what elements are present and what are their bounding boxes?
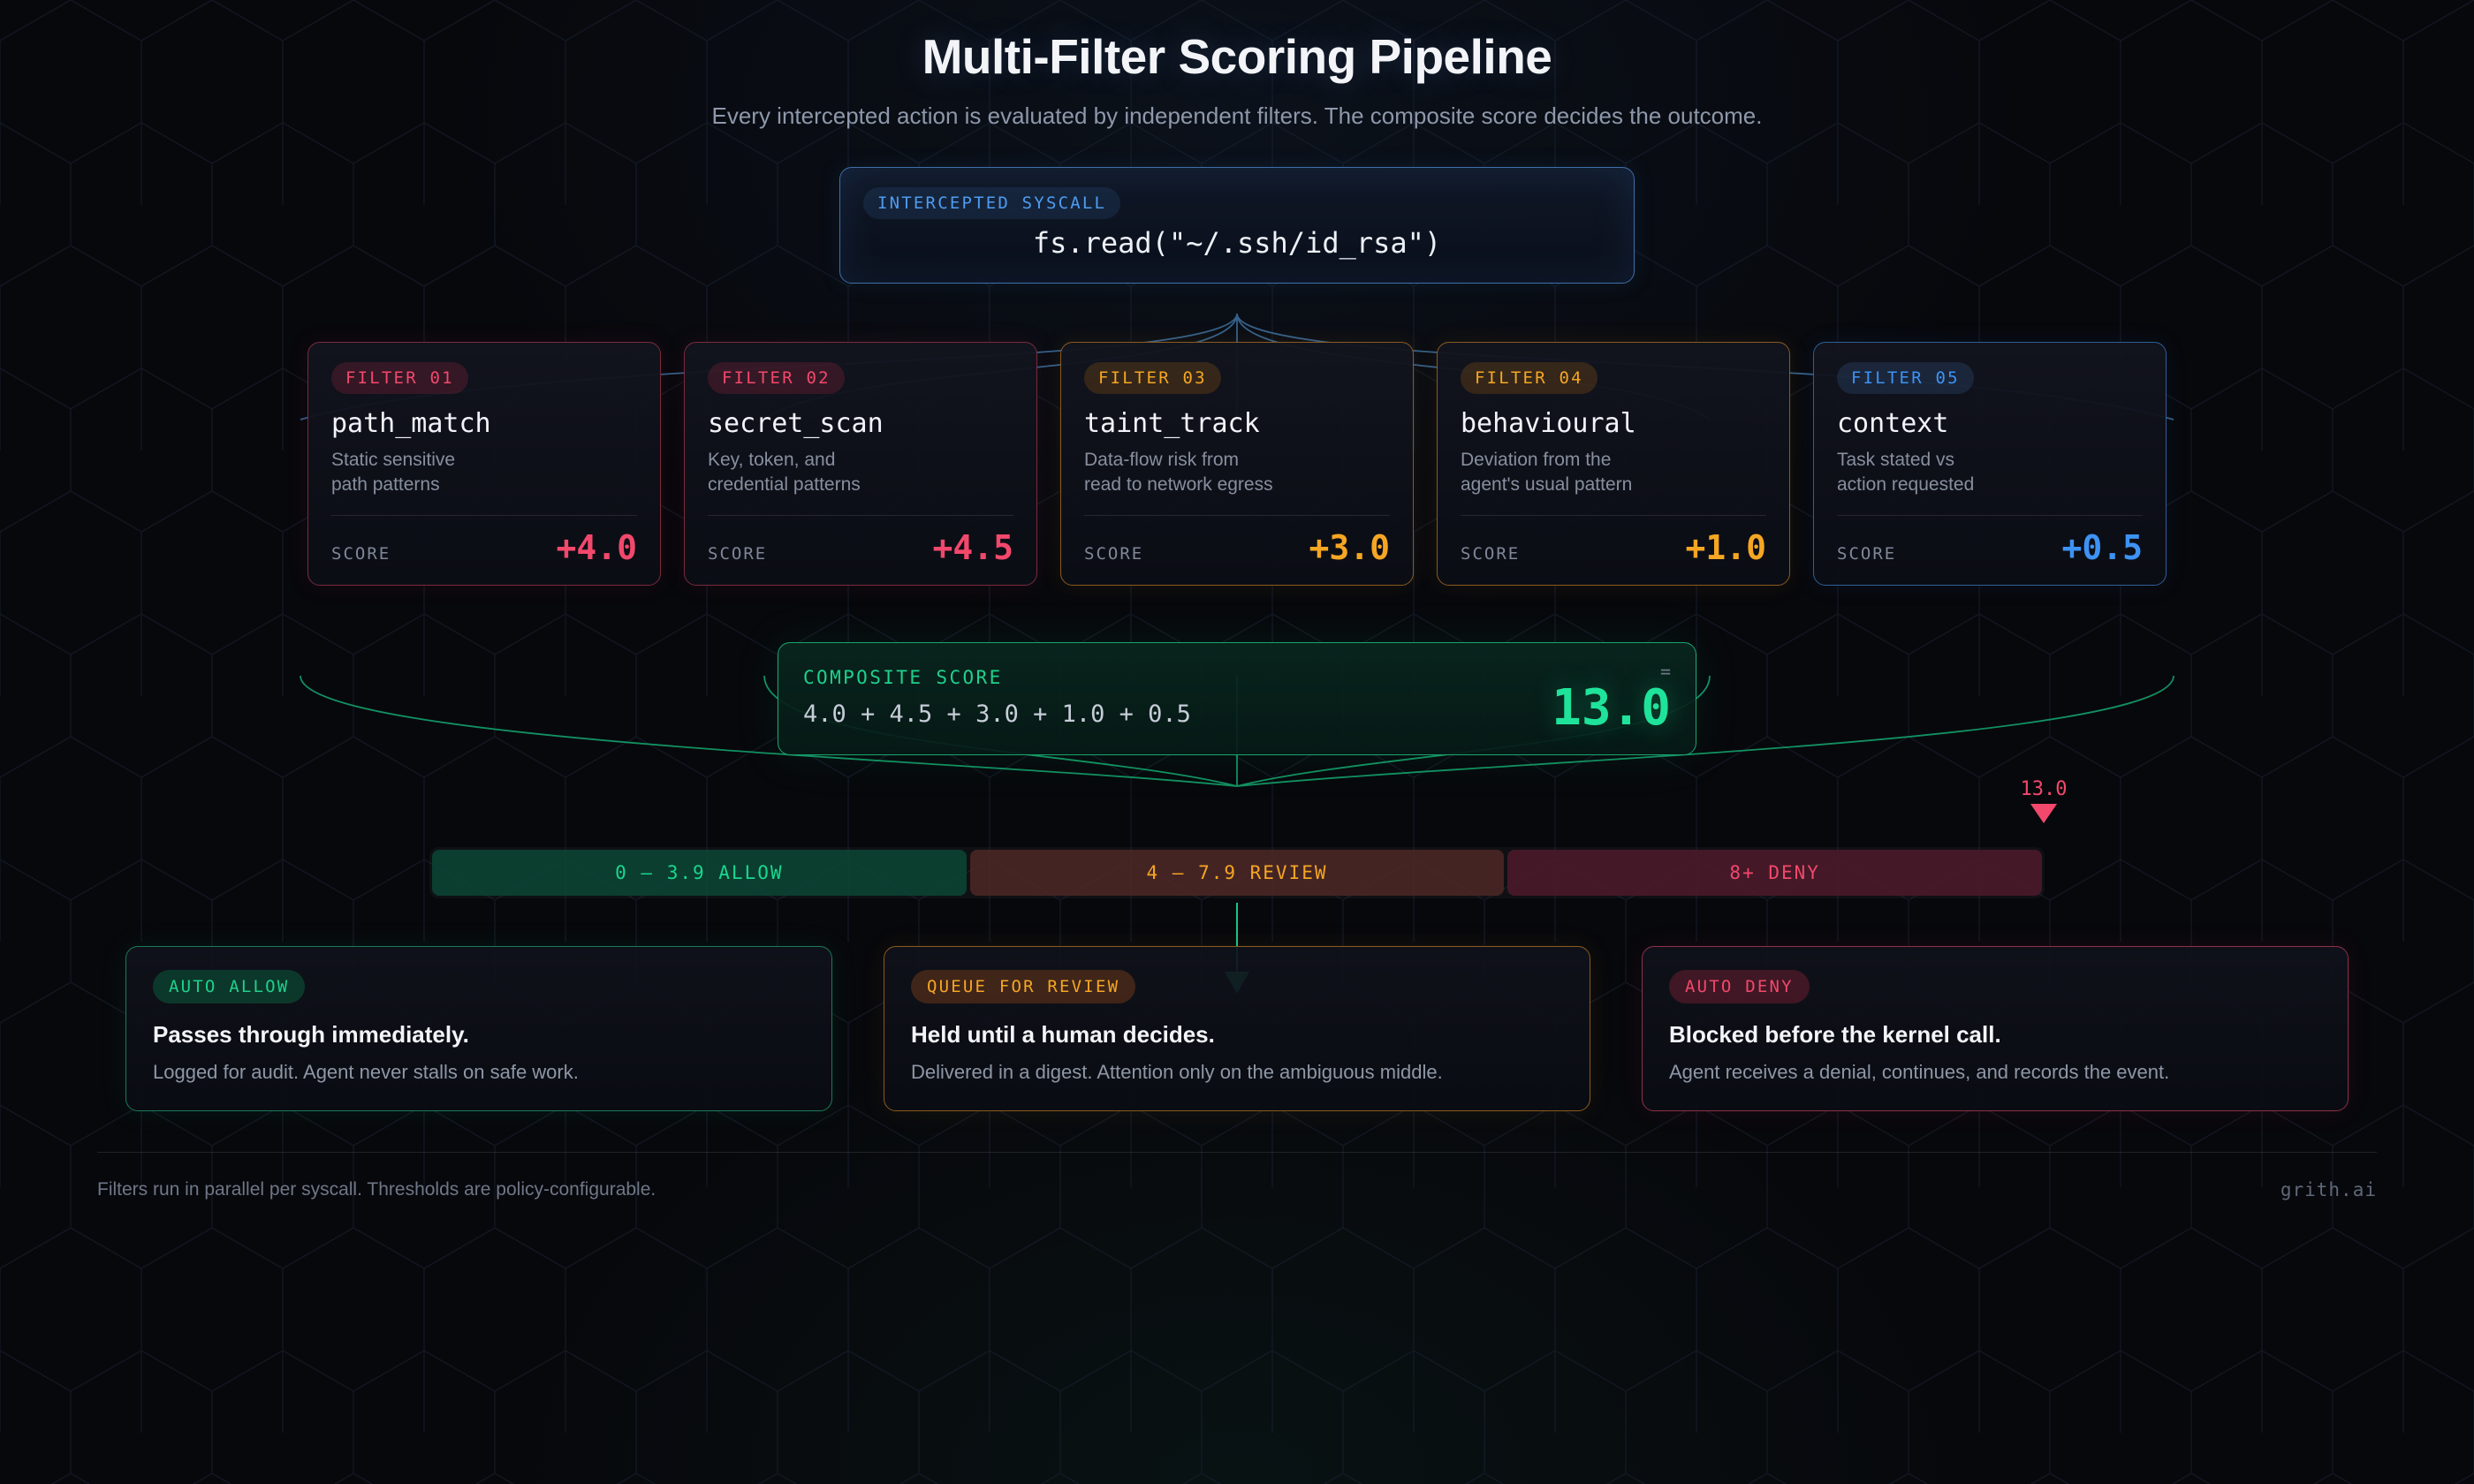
filter-score-label: SCORE <box>1084 544 1144 564</box>
filter-name: secret_scan <box>708 408 884 439</box>
outcome-body: Logged for audit. Agent never stalls on … <box>153 1061 579 1083</box>
outcome-tag: AUTO ALLOW <box>153 970 306 1003</box>
outcome-body: Delivered in a digest. Attention only on… <box>911 1061 1443 1083</box>
composite-score-card: COMPOSITE SCORE 4.0 + 4.5 + 3.0 + 1.0 + … <box>778 642 1696 755</box>
composite-total: 13.0 <box>1552 679 1671 737</box>
filter-tag: FILTER 05 <box>1837 362 1974 394</box>
outcome-heading: Passes through immediately. <box>153 1021 469 1048</box>
filter-description: Deviation from the agent's usual pattern <box>1461 450 1633 496</box>
score-marker-value: 13.0 <box>2020 778 2068 800</box>
divider <box>708 515 1013 516</box>
threshold-zone: 13.0 0 — 3.9 ALLOW 4 — 7.9 REVIEW 8+ DEN… <box>0 771 2474 912</box>
outcome-heading: Blocked before the kernel call. <box>1669 1021 2001 1048</box>
filter-score-label: SCORE <box>331 544 391 564</box>
filter-score-value: +0.5 <box>2061 528 2143 567</box>
filter-score-label: SCORE <box>1461 544 1521 564</box>
outcome-card-auto-deny[interactable]: AUTO DENY Blocked before the kernel call… <box>1642 946 2349 1111</box>
footer-brand: grith.ai <box>2280 1179 2377 1200</box>
divider <box>331 515 637 516</box>
filter-tag: FILTER 02 <box>708 362 845 394</box>
outcome-card-row: AUTO ALLOW Passes through immediately. L… <box>0 946 2474 1111</box>
filter-description: Data-flow risk from read to network egre… <box>1084 450 1273 496</box>
filter-description: Static sensitive path patterns <box>331 450 456 496</box>
composite-expression: 4.0 + 4.5 + 3.0 + 1.0 + 0.5 <box>803 700 1191 728</box>
filter-name: behavioural <box>1461 408 1636 439</box>
composite-label: COMPOSITE SCORE <box>803 666 1003 688</box>
filter-card-05[interactable]: FILTER 05 context Task stated vs action … <box>1813 342 2167 586</box>
filter-tag: FILTER 01 <box>331 362 468 394</box>
filter-tag: FILTER 04 <box>1461 362 1597 394</box>
filter-tag: FILTER 03 <box>1084 362 1221 394</box>
filter-card-01[interactable]: FILTER 01 path_match Static sensitive pa… <box>307 342 661 586</box>
divider <box>1461 515 1766 516</box>
page-title: Multi-Filter Scoring Pipeline <box>922 29 1552 84</box>
filter-score-value: +1.0 <box>1685 528 1766 567</box>
page-subtitle: Every intercepted action is evaluated by… <box>711 102 1763 129</box>
score-marker: 13.0 <box>1991 778 2097 823</box>
filter-score-label: SCORE <box>708 544 768 564</box>
threshold-segment-review[interactable]: 4 — 7.9 REVIEW <box>969 850 1505 896</box>
outcome-card-queue-for-review[interactable]: QUEUE FOR REVIEW Held until a human deci… <box>884 946 1590 1111</box>
filter-description: Task stated vs action requested <box>1837 450 1975 496</box>
outcome-body: Agent receives a denial, continues, and … <box>1669 1061 2170 1083</box>
filter-card-row: FILTER 01 path_match Static sensitive pa… <box>0 342 2474 586</box>
footer: Filters run in parallel per syscall. Thr… <box>97 1152 2377 1200</box>
threshold-bar[interactable]: 0 — 3.9 ALLOW 4 — 7.9 REVIEW 8+ DENY <box>429 847 2045 898</box>
filter-score-value: +3.0 <box>1309 528 1390 567</box>
outcome-card-auto-allow[interactable]: AUTO ALLOW Passes through immediately. L… <box>125 946 832 1111</box>
syscall-tag: INTERCEPTED SYSCALL <box>863 187 1121 219</box>
filter-description: Key, token, and credential patterns <box>708 450 861 496</box>
filter-card-03[interactable]: FILTER 03 taint_track Data-flow risk fro… <box>1060 342 1414 586</box>
intercepted-syscall-card: INTERCEPTED SYSCALL fs.read("~/.ssh/id_r… <box>839 167 1635 284</box>
outcome-heading: Held until a human decides. <box>911 1021 1215 1048</box>
filter-score-value: +4.0 <box>556 528 637 567</box>
syscall-code: fs.read("~/.ssh/id_rsa") <box>1032 226 1442 260</box>
filter-score-label: SCORE <box>1837 544 1897 564</box>
filter-name: path_match <box>331 408 491 439</box>
filter-name: taint_track <box>1084 408 1260 439</box>
filter-card-04[interactable]: FILTER 04 behavioural Deviation from the… <box>1437 342 1790 586</box>
score-marker-triangle-icon <box>2030 804 2057 823</box>
filter-score-value: +4.5 <box>932 528 1013 567</box>
threshold-segment-deny[interactable]: 8+ DENY <box>1507 850 2043 896</box>
footer-note: Filters run in parallel per syscall. Thr… <box>97 1179 656 1200</box>
filter-card-02[interactable]: FILTER 02 secret_scan Key, token, and cr… <box>684 342 1037 586</box>
divider <box>1084 515 1390 516</box>
divider <box>1837 515 2143 516</box>
outcome-tag: AUTO DENY <box>1669 970 1810 1003</box>
filter-name: context <box>1837 408 1949 439</box>
threshold-segment-allow[interactable]: 0 — 3.9 ALLOW <box>432 850 967 896</box>
outcome-tag: QUEUE FOR REVIEW <box>911 970 1136 1003</box>
